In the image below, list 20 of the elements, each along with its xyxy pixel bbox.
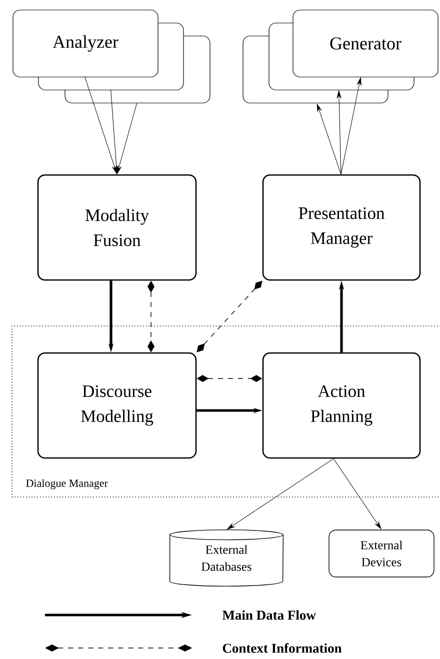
process-box: Presentation Manager: [262, 174, 421, 281]
device-box: External Devices: [328, 530, 434, 578]
process-box: Discourse Modelling: [37, 352, 197, 459]
arrow: [316, 104, 342, 175]
legend-text: Context Information: [222, 643, 342, 653]
arrow: [117, 102, 138, 174]
process-box: Action Planning: [262, 352, 421, 459]
arrow: [227, 458, 334, 530]
arrow: [340, 77, 362, 175]
arrow: [110, 90, 119, 174]
stacked-boxes: Generator: [242, 10, 438, 104]
arrow: [333, 458, 382, 530]
arrow: [84, 76, 117, 174]
legend-text: Main Data Flow: [222, 610, 316, 620]
process-box: Modality Fusion: [37, 174, 197, 281]
arrow: [336, 90, 342, 175]
context-connector: [196, 280, 262, 352]
stacked-boxes: Analyzer: [12, 10, 210, 104]
database-cylinder: External Databases: [169, 529, 284, 587]
node-label: External Databases: [202, 545, 252, 571]
